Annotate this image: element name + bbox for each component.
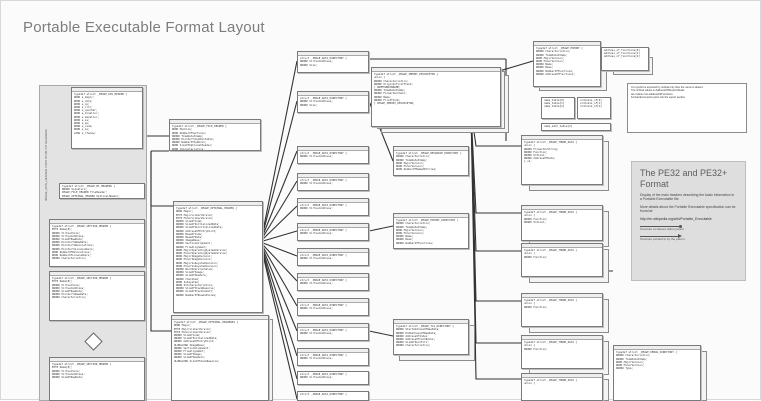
section-header-struct-1: typedef struct _IMAGE_SECTION_HEADER {BY… — [49, 219, 145, 267]
section-header-struct-3: typedef struct _IMAGE_SECTION_HEADER {BY… — [49, 357, 145, 401]
thunk-data-struct-3: typedef struct _IMAGE_THUNK_DATA {union … — [521, 243, 603, 277]
data-directory-bound-import: struct _IMAGE_DATA_DIRECTORY {DWORD Virt… — [297, 371, 369, 385]
nt-headers-struct: typedef struct _IMAGE_NT_HEADERS {DWORD … — [59, 183, 145, 199]
pointer-arrow-icon — [640, 234, 682, 239]
data-directory-import: struct _IMAGE_DATA_DIRECTORY {DWORD Virt… — [297, 91, 369, 113]
file-header-struct: typedef struct _IMAGE_FILE_HEADER {WORD … — [169, 119, 261, 151]
data-directory-security: struct _IMAGE_DATA_DIRECTORY {DWORD Virt… — [297, 198, 369, 216]
dos-header-side-label: IMAGE_DOS_HEADER / DOS STUB / NT HEADERS — [44, 129, 48, 201]
data-directory-load-config: struct _IMAGE_DATA_DIRECTORY {DWORD Virt… — [297, 348, 369, 366]
import-descriptor-struct: typedef struct _IMAGE_IMPORT_DESCRIPTOR … — [371, 67, 501, 127]
info-details: More details about the Portable Executab… — [640, 204, 736, 214]
page-title: Portable Executable Format Layout — [23, 19, 265, 36]
legend-contained-label: Structure contained within parent — [640, 227, 684, 232]
contained-line-icon — [640, 225, 682, 229]
thunk-data-struct-6: typedef struct _IMAGE_THUNK_DATA {union … — [521, 373, 603, 401]
export-table-note: If a symbol is exported by ordinal only … — [627, 83, 747, 133]
legend-pointed-row — [640, 234, 737, 239]
resource-directory-struct: typedef struct _IMAGE_RESOURCE_DIRECTORY… — [393, 146, 469, 176]
info-panel: The PE32 and PE32+ Format Display of the… — [631, 161, 746, 281]
data-directory-exception: struct _IMAGE_DATA_DIRECTORY {DWORD Virt… — [297, 173, 369, 191]
data-directory-debug: struct _IMAGE_DATA_DIRECTORY {DWORD Virt… — [297, 248, 369, 266]
optional-header-struct: typedef struct _IMAGE_OPTIONAL_HEADER {W… — [173, 201, 263, 313]
legend-contained-row — [640, 225, 737, 229]
tls-directory-struct: typedef struct _IMAGE_TLS_DIRECTORY {DWO… — [393, 319, 469, 355]
export-directory-struct: typedef struct _IMAGE_EXPORT_DIRECTORY {… — [393, 213, 469, 249]
thunk-data-struct-5: typedef struct _IMAGE_THUNK_DATA {union … — [521, 335, 603, 369]
data-directory-basereloc: struct _IMAGE_DATA_DIRECTORY {DWORD Virt… — [297, 223, 369, 241]
legend-pointed-label: Structure pointed to by the parent — [640, 237, 685, 242]
section-header-struct-2: typedef struct _IMAGE_SECTION_HEADER {BY… — [49, 271, 145, 321]
data-directory-export: struct _IMAGE_DATA_DIRECTORY {DWORD Virt… — [297, 51, 369, 73]
thunk-data-struct-4: typedef struct _IMAGE_THUNK_DATA {union … — [521, 293, 603, 327]
name-table-strings: name_addr_table[2] — [541, 123, 611, 131]
info-description: Display of the main headers describing t… — [640, 193, 735, 202]
info-heading: The PE32 and PE32+ Format — [640, 168, 728, 189]
function-table-struct: address_of_functions[0]address_of_functi… — [601, 47, 649, 71]
data-directory-architecture: struct _IMAGE_DATA_DIRECTORY {DWORD Virt… — [297, 273, 369, 291]
debug-directory-struct: typedef struct _IMAGE_DEBUG_DIRECTORY {D… — [613, 345, 701, 401]
data-directory-tls: struct _IMAGE_DATA_DIRECTORY {DWORD Virt… — [297, 323, 369, 341]
data-directory-resource: struct _IMAGE_DATA_DIRECTORY {DWORD Virt… — [297, 146, 369, 164]
import-by-name-struct: name_table[0]name_table[1]name_table[2] — [541, 97, 575, 119]
data-directory-globalptr: struct _IMAGE_DATA_DIRECTORY {DWORD Virt… — [297, 298, 369, 316]
export-section-struct: typedef struct _IMAGE_EXPORT {DWORD Char… — [533, 41, 601, 87]
optional-header-plus-struct: typedef struct _IMAGE_OPTIONAL_HEADER64 … — [171, 315, 269, 401]
ordinal-table-struct: ordinals_of[0]ordinals_of[1]ordinals_of[… — [577, 97, 611, 119]
thunk-data-struct-1: typedef struct _IMAGE_THUNK_DATA {union … — [521, 135, 603, 185]
dos-header-struct: typedef struct _IMAGE_DOS_HEADER {WORD e… — [71, 87, 143, 149]
thunk-data-struct-2: typedef struct _IMAGE_THUNK_DATA {union … — [521, 205, 603, 241]
info-url[interactable]: http://en.wikipedia.org/wiki/Portable_Ex… — [640, 216, 712, 221]
